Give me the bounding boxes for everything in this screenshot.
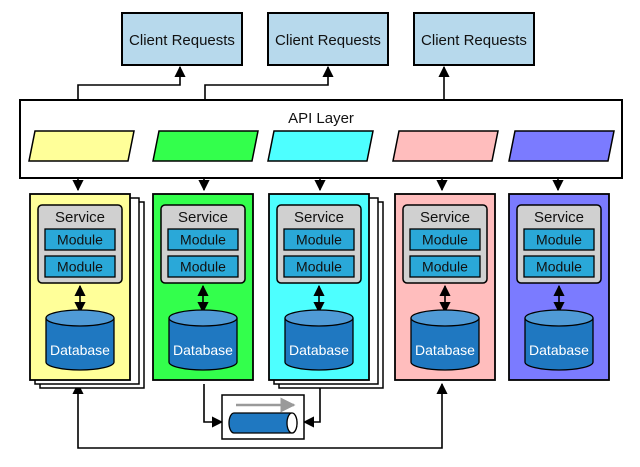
queue-in-connector [203, 384, 224, 428]
client-connector [77, 65, 186, 100]
api-endpoints [28, 130, 615, 162]
module-label: Module [422, 259, 468, 275]
database-top [45, 309, 115, 327]
database-cylinder [45, 318, 115, 371]
database-cylinder [168, 318, 238, 371]
module-box [167, 228, 239, 251]
database-top [168, 309, 238, 327]
api-endpoint [267, 130, 374, 162]
module-label: Module [180, 232, 226, 248]
module-box [283, 228, 355, 251]
module-box [409, 228, 481, 251]
api-layer: API Layer [19, 99, 623, 179]
database-cylinder [410, 318, 480, 371]
queue-in-connector [302, 384, 321, 428]
module-box [283, 255, 355, 278]
api-endpoint [28, 130, 135, 162]
client-requests-box [413, 12, 535, 66]
module-box [409, 255, 481, 278]
api-endpoint [508, 130, 615, 162]
module-box [44, 228, 116, 251]
api-endpoint [152, 130, 259, 162]
module-label: Module [296, 259, 342, 275]
message-queue [221, 394, 305, 440]
module-box [523, 228, 595, 251]
database-top [284, 309, 354, 327]
database-label: Database [50, 342, 110, 358]
module-label: Module [180, 259, 226, 275]
api-endpoint [392, 130, 499, 162]
database-cylinder [284, 318, 354, 371]
module-box [167, 255, 239, 278]
client-requests-box [267, 12, 389, 66]
module-label: Module [536, 259, 582, 275]
service-link-connector [72, 382, 448, 449]
client-requests-label: Client Requests [421, 32, 527, 49]
service-label: Service [534, 209, 584, 226]
module-label: Module [536, 232, 582, 248]
service-label: Service [178, 209, 228, 226]
module-label: Module [296, 232, 342, 248]
client-requests-label: Client Requests [275, 32, 381, 49]
database-label: Database [529, 342, 589, 358]
module-label: Module [422, 232, 468, 248]
client-requests-box [121, 12, 243, 66]
client-requests-label: Client Requests [129, 32, 235, 49]
service-label: Service [294, 209, 344, 226]
database-top [524, 309, 594, 327]
queue-cylinder-end [286, 412, 298, 434]
services: ServiceModuleModuleDatabaseServiceModule… [29, 193, 610, 389]
module-label: Module [57, 259, 103, 275]
client-requests: Client Requests Client Requests Client Req… [121, 12, 535, 66]
service-label: Service [420, 209, 470, 226]
database-top [410, 309, 480, 327]
database-label: Database [415, 342, 475, 358]
module-box [44, 255, 116, 278]
database-label: Database [173, 342, 233, 358]
client-connector [204, 65, 334, 100]
service-label: Service [55, 209, 105, 226]
database-cylinder [524, 318, 594, 371]
module-box [523, 255, 595, 278]
api-layer-label: API Layer [288, 110, 354, 127]
database-label: Database [289, 342, 349, 358]
module-label: Module [57, 232, 103, 248]
